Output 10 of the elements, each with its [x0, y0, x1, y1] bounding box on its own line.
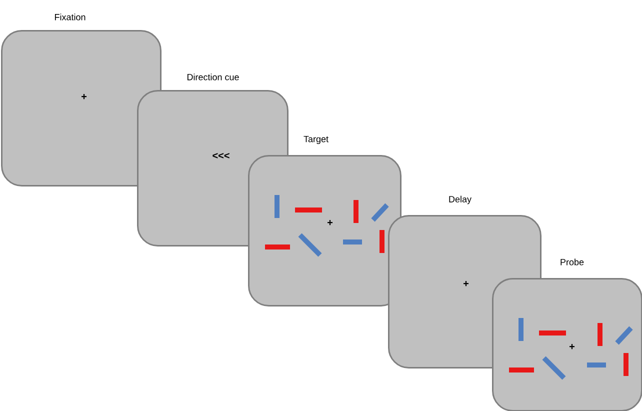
screen-title: Target — [304, 136, 328, 144]
screen-title: Delay — [449, 196, 472, 204]
screen-title: Direction cue — [187, 74, 239, 80]
screen-symbol: + — [570, 344, 575, 350]
screen-symbol: + — [82, 94, 87, 100]
screen-symbol: + — [464, 281, 469, 286]
screen-title: Fixation — [55, 14, 86, 20]
screen-symbol: <<< — [212, 152, 230, 158]
screen-symbol: + — [328, 220, 333, 226]
screen-title: Probe — [560, 258, 584, 266]
